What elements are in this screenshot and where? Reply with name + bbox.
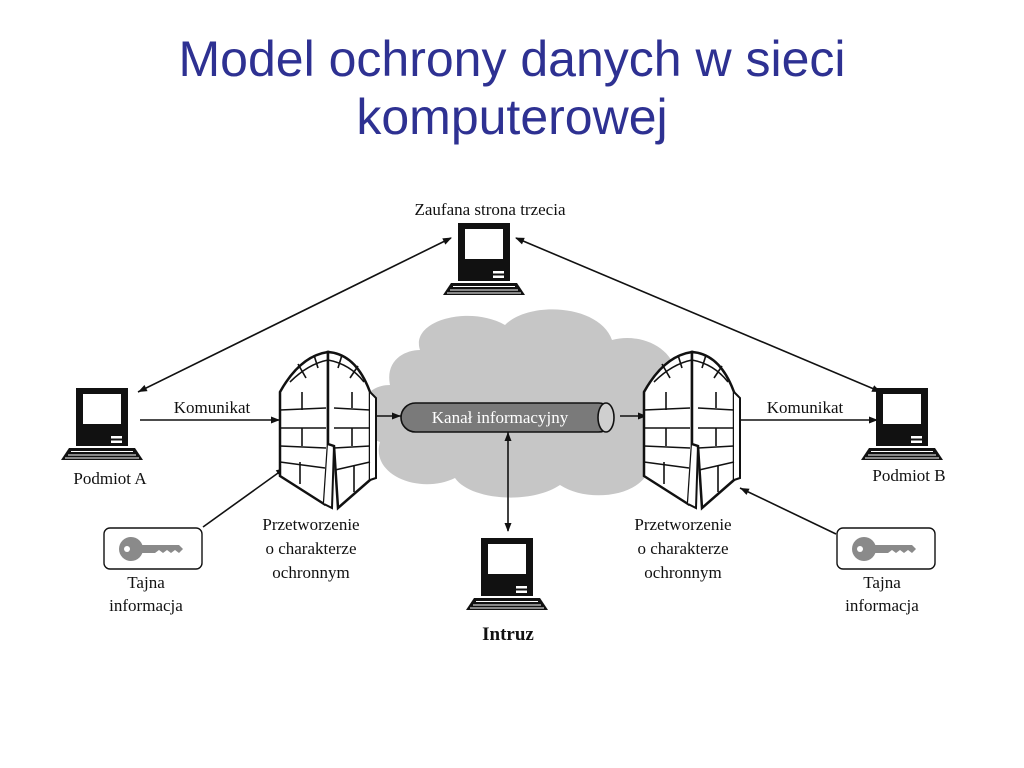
message-a-label: Komunikat: [174, 398, 251, 417]
title-line-1: Model ochrony danych w sieci: [178, 31, 846, 87]
right-gate-icon: [642, 350, 742, 510]
secret-a-line-2: informacja: [109, 596, 183, 615]
trusted-party-label: Zaufana strona trzecia: [414, 200, 565, 219]
secret-b-arrow: [739, 487, 837, 535]
channel-pipe: [400, 402, 615, 433]
trusted-to-b-arrow: [515, 237, 882, 393]
secret-b-box: [836, 527, 936, 570]
left-gate-icon: [278, 350, 378, 510]
transform-left-line-1: Przetworzenie: [262, 515, 359, 534]
title-line-2: komputerowej: [356, 89, 668, 145]
connection-lines: [137, 237, 882, 535]
transform-left-line-3: ochronnym: [272, 563, 349, 582]
transform-left-line-2: o charakterze: [265, 539, 356, 558]
intruder-label: Intruz: [482, 624, 534, 645]
secret-a-line-1: Tajna: [127, 573, 165, 592]
trusted-to-a-arrow: [137, 237, 452, 393]
secret-b-line-1: Tajna: [863, 573, 901, 592]
subject-a-computer-icon: [60, 387, 144, 461]
page-title: Model ochrony danych w sieci komputerowe…: [0, 30, 1024, 146]
secret-a-arrow: [202, 467, 286, 528]
subject-a-label: Podmiot A: [73, 469, 147, 488]
intruder-computer-icon: [465, 537, 549, 611]
trusted-party-computer-icon: [442, 222, 526, 296]
transform-right-line-2: o charakterze: [637, 539, 728, 558]
secret-a-box: [103, 527, 203, 570]
message-b-label: Komunikat: [767, 398, 844, 417]
subject-b-label: Podmiot B: [872, 466, 945, 485]
transform-right-line-1: Przetworzenie: [634, 515, 731, 534]
channel-label: Kanał informacyjny: [432, 408, 569, 427]
secret-b-line-2: informacja: [845, 596, 919, 615]
subject-b-computer-icon: [860, 387, 944, 461]
transform-right-line-3: ochronnym: [644, 563, 721, 582]
